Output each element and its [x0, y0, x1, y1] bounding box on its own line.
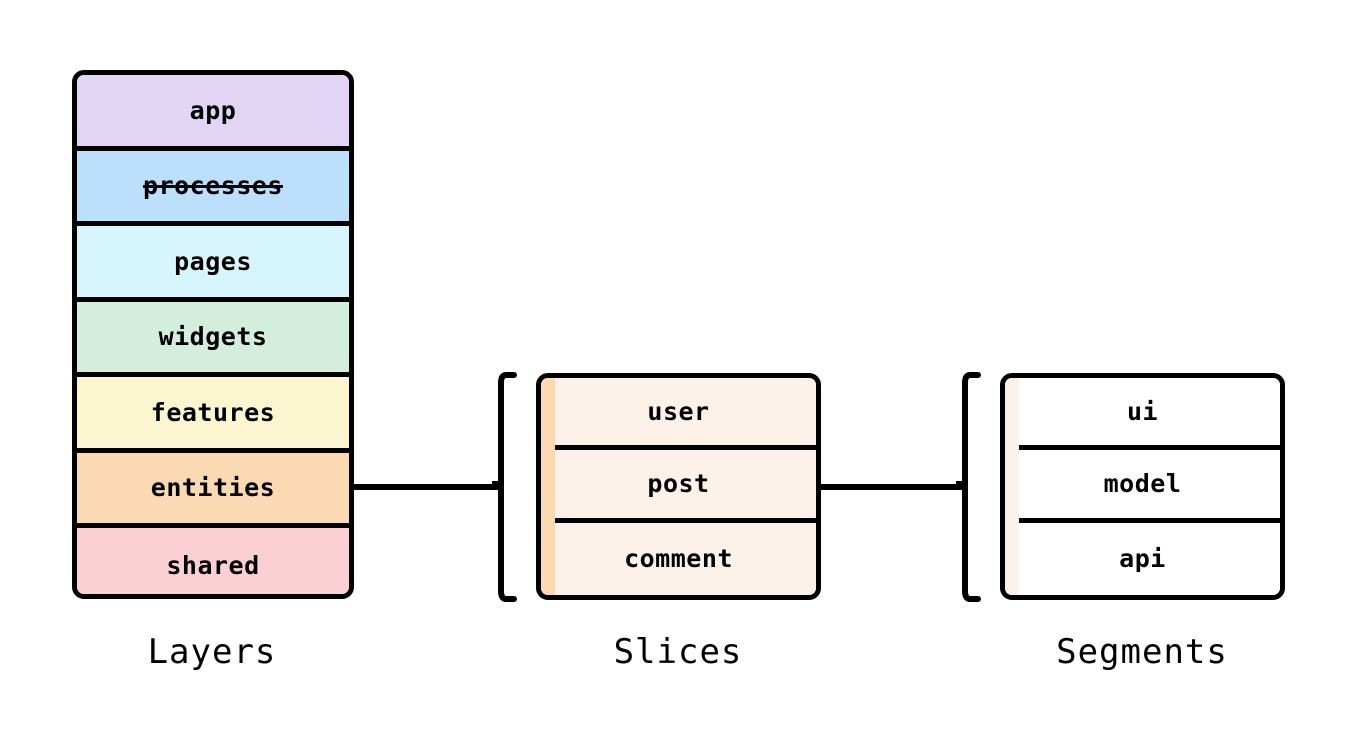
segment-label-ui: ui: [1126, 397, 1159, 427]
slices-bracket-icon: [492, 371, 518, 603]
segment-label-api: api: [1119, 544, 1166, 574]
segment-row-model[interactable]: model: [1005, 450, 1280, 523]
connector-layers-to-slices: [352, 484, 500, 490]
layer-row-entities[interactable]: entities: [77, 452, 349, 528]
segment-label-model: model: [1103, 469, 1182, 499]
slices-stack: user post comment: [536, 373, 821, 600]
segments-bracket-icon: [956, 371, 982, 603]
segment-row-api[interactable]: api: [1005, 522, 1280, 595]
layer-row-pages[interactable]: pages: [77, 226, 349, 302]
slice-row-comment[interactable]: comment: [541, 522, 816, 595]
caption-segments: Segments: [1056, 632, 1228, 672]
caption-layers: Layers: [147, 632, 277, 672]
layer-label-shared: shared: [166, 551, 260, 581]
connector-slices-to-segments: [816, 484, 964, 490]
slice-row-post[interactable]: post: [541, 450, 816, 523]
layer-label-features: features: [150, 397, 276, 427]
layer-row-processes[interactable]: processes: [77, 150, 349, 226]
slices-accent-stripe: [541, 378, 555, 595]
layer-row-widgets[interactable]: widgets: [77, 301, 349, 377]
slice-label-user: user: [647, 397, 710, 427]
layer-label-widgets: widgets: [158, 322, 268, 352]
layer-row-shared[interactable]: shared: [77, 528, 349, 594]
layers-stack: app processes pages widgets features ent…: [72, 70, 354, 599]
segments-stack: ui model api: [1000, 373, 1285, 600]
slice-label-post: post: [647, 469, 710, 499]
layer-label-app: app: [189, 95, 237, 125]
slice-row-user[interactable]: user: [541, 378, 816, 451]
layer-label-pages: pages: [174, 246, 252, 276]
segments-accent-stripe: [1005, 378, 1019, 595]
caption-slices: Slices: [613, 632, 743, 672]
layer-label-entities: entities: [150, 473, 276, 503]
layer-label-processes: processes: [143, 171, 283, 201]
layer-row-features[interactable]: features: [77, 377, 349, 453]
segment-row-ui[interactable]: ui: [1005, 378, 1280, 451]
slice-label-comment: comment: [624, 544, 733, 574]
layer-row-app[interactable]: app: [77, 75, 349, 151]
